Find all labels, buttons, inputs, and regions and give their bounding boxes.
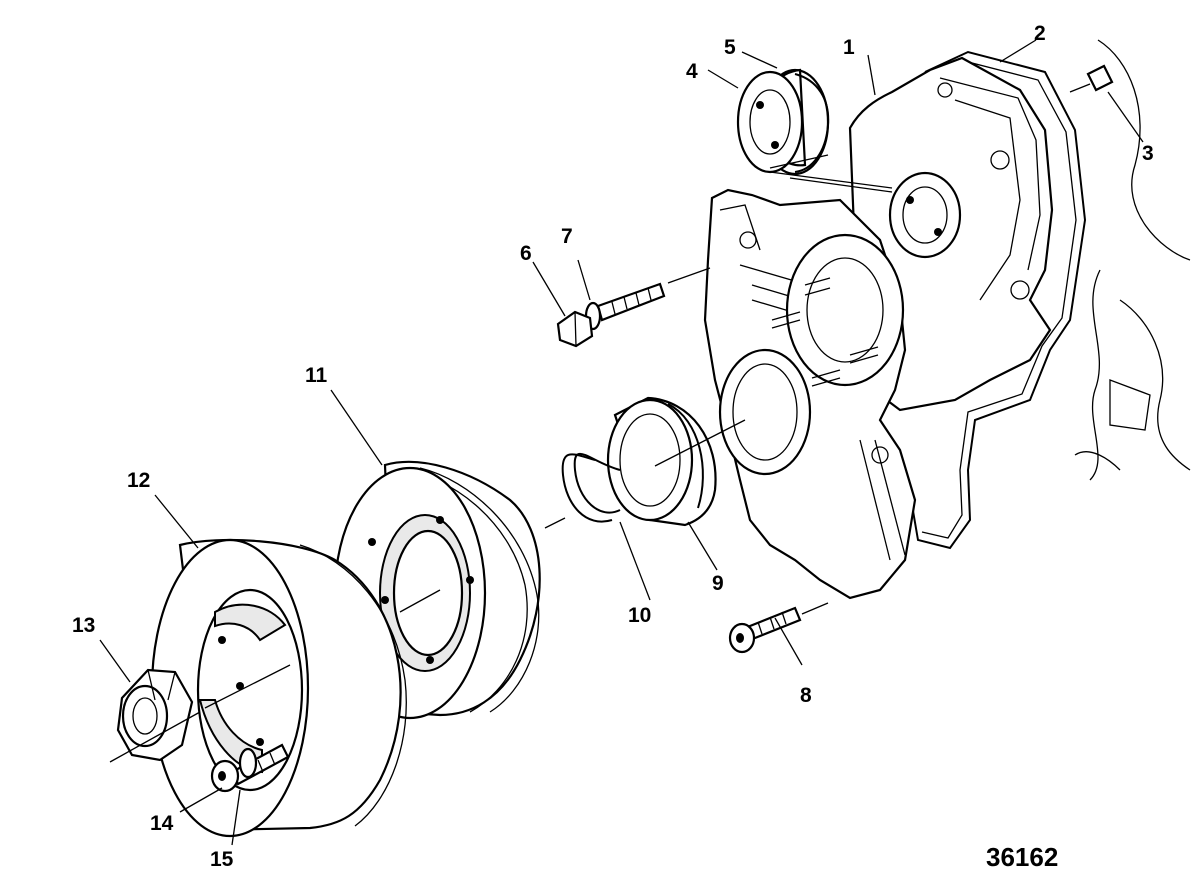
callout-11: 11 bbox=[305, 364, 328, 387]
socket-screw bbox=[728, 602, 829, 654]
leader-lines bbox=[99, 39, 1144, 846]
gasket bbox=[911, 50, 1087, 550]
timing-cover-lower bbox=[703, 188, 917, 600]
callout-4: 4 bbox=[686, 60, 698, 83]
cover-bolt bbox=[556, 267, 711, 348]
callout-9: 9 bbox=[712, 572, 724, 595]
callout-8: 8 bbox=[800, 684, 812, 707]
callout-6: 6 bbox=[520, 242, 532, 265]
callout-15: 15 bbox=[210, 848, 234, 871]
snap-ring bbox=[561, 452, 621, 523]
callout-1: 1 bbox=[843, 36, 855, 59]
cover-plug-assembly bbox=[736, 68, 893, 193]
callout-5: 5 bbox=[724, 36, 736, 59]
dowel-pin bbox=[1069, 64, 1114, 93]
assembly-axis bbox=[109, 419, 746, 763]
callout-12: 12 bbox=[127, 469, 150, 492]
damper-screw bbox=[210, 743, 290, 793]
figure-number: 36162 bbox=[986, 842, 1058, 872]
oil-seal bbox=[606, 396, 717, 527]
callout-14: 14 bbox=[150, 812, 174, 835]
callout-3: 3 bbox=[1142, 142, 1154, 165]
callout-13: 13 bbox=[72, 614, 95, 637]
engine-block bbox=[1074, 39, 1191, 481]
hub-studs bbox=[771, 277, 879, 387]
hex-nut bbox=[116, 668, 194, 762]
callout-7: 7 bbox=[561, 225, 573, 248]
callout-2: 2 bbox=[1034, 22, 1046, 45]
callout-10: 10 bbox=[628, 604, 651, 627]
callout-labels: 1 2 3 4 5 6 7 8 9 10 11 12 13 14 15 3616… bbox=[72, 22, 1154, 872]
